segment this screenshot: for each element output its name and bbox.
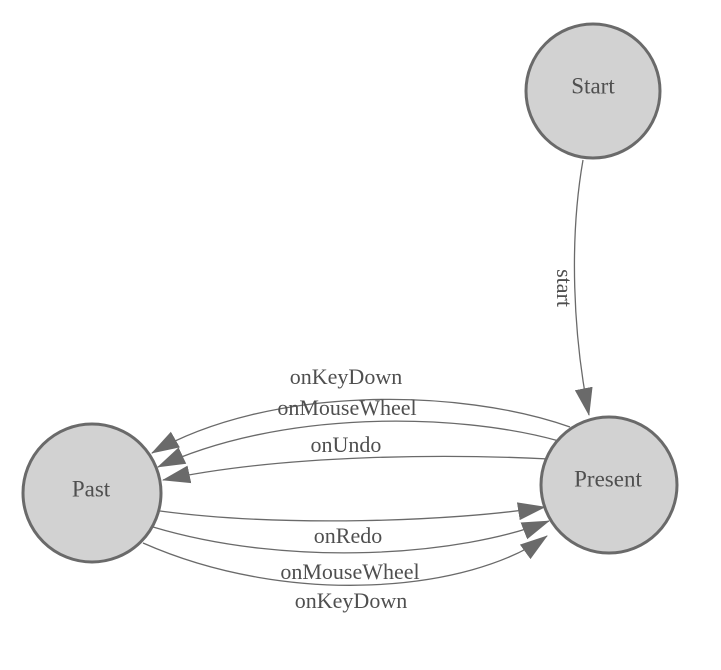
nodes: Start Present Past	[21, 22, 679, 564]
edge-label-onmousewheel-top: onMouseWheel	[277, 395, 416, 420]
edge-past-to-present-onkeydown	[142, 535, 548, 586]
edge-start-to-present	[573, 159, 593, 416]
edge-past-to-present-onmousewheel	[152, 520, 550, 554]
edge-present-to-past-onmousewheel	[157, 420, 560, 468]
edge-label-start: start	[552, 269, 577, 307]
state-label-present: Present	[574, 467, 642, 492]
edge-label-onredo: onRedo	[314, 523, 382, 548]
edge-present-to-past-onkeydown	[151, 398, 571, 454]
state-circle-present	[539, 415, 679, 555]
edge-label-onkeydown-top: onKeyDown	[290, 364, 402, 389]
edge-labels: start onKeyDown onMouseWheel onUndo onRe…	[277, 269, 577, 613]
state-label-start: Start	[571, 74, 615, 99]
edge-label-onkeydown-bottom: onKeyDown	[295, 588, 407, 613]
edge-present-to-past-onundo	[162, 455, 550, 484]
edges	[142, 159, 593, 586]
state-label-past: Past	[72, 477, 111, 502]
edge-label-onundo: onUndo	[311, 432, 382, 457]
edge-label-onmousewheel-bottom: onMouseWheel	[280, 559, 419, 584]
state-node-present: Present	[539, 415, 679, 555]
state-circle-start	[524, 22, 662, 160]
edge-past-to-present-onredo	[159, 502, 546, 522]
state-node-start: Start	[524, 22, 662, 160]
state-node-past: Past	[21, 422, 163, 564]
state-circle-past	[21, 422, 163, 564]
